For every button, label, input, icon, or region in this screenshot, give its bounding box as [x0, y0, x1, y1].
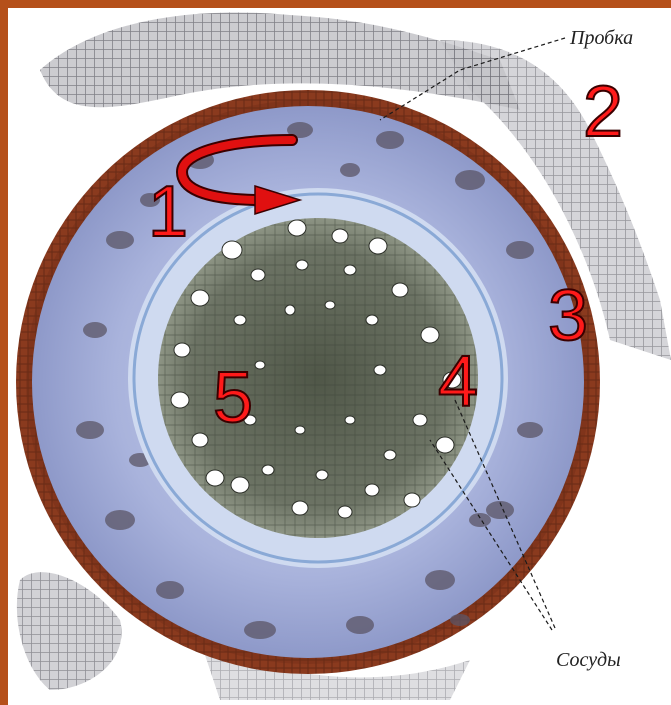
sosudy-label: Сосуды [556, 650, 621, 670]
stem-cross-section [8, 8, 671, 705]
probka-label: Пробка [570, 28, 633, 48]
xylem-core [158, 218, 478, 538]
label-2: 2 [583, 76, 623, 148]
label-4: 4 [438, 346, 478, 418]
micrograph-canvas: Пробка Сосуды 1 2 3 4 5 [8, 8, 671, 705]
label-3: 3 [548, 280, 588, 352]
label-5: 5 [213, 362, 253, 434]
label-1: 1 [148, 176, 188, 248]
